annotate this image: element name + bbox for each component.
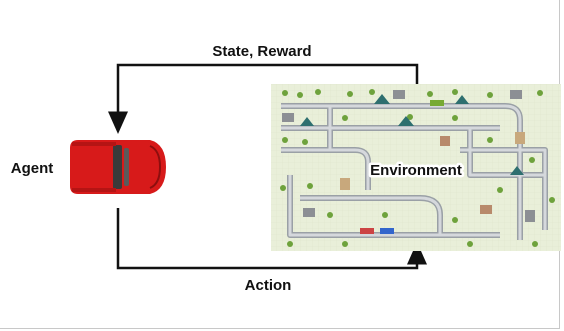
environment-label: Environment — [370, 162, 462, 179]
red-car-icon — [70, 140, 166, 194]
state-reward-label: State, Reward — [212, 43, 311, 60]
action-arrow — [116, 208, 427, 270]
agent-label: Agent — [11, 160, 54, 177]
state-reward-arrow — [108, 63, 419, 134]
action-label: Action — [245, 277, 292, 294]
town-map-icon — [271, 84, 561, 251]
